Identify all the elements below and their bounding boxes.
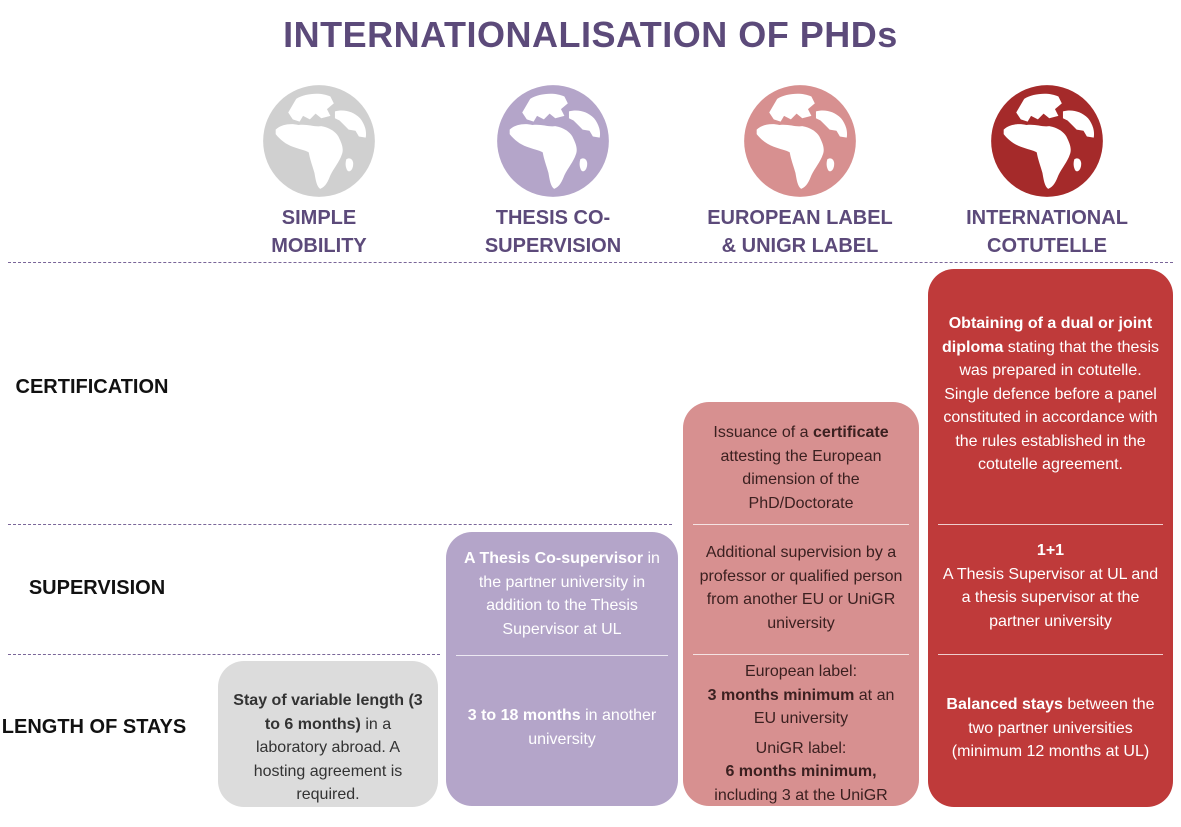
separator [693, 524, 909, 525]
divider-header [8, 262, 1173, 263]
cell-cosup-supervision: A Thesis Co-supervisor in the partner un… [464, 550, 660, 638]
globe-icon [743, 84, 857, 198]
separator [456, 655, 668, 656]
card-simple-mobility: Stay of variable length (3 to 6 months) … [218, 661, 438, 807]
cell-cot-certification: Obtaining of a dual or joint diploma sta… [942, 315, 1159, 473]
separator [693, 654, 909, 655]
column-european-label: EUROPEAN LABEL& UNIGR LABEL [690, 84, 910, 260]
cell-euro-supervision: Additional supervision by a professor or… [699, 544, 903, 632]
page-title: INTERNATIONALISATION OF PHDs [283, 14, 898, 55]
card-european-label: Issuance of a certificate attesting the … [683, 402, 919, 806]
separator [938, 524, 1163, 525]
row-label-certification: CERTIFICATION [15, 376, 169, 398]
cell-cot-supervision: 1+1 A Thesis Supervisor at UL and a thes… [942, 542, 1159, 630]
row-label-supervision: SUPERVISION [28, 577, 166, 599]
column-thesis-co-supervision: THESIS CO-SUPERVISION [443, 84, 663, 260]
cell-cosup-length: 3 to 18 months in another university [467, 707, 657, 748]
cell-euro-certification: Issuance of a certificate attesting the … [713, 424, 889, 512]
row-label-length-of-stays: LENGTH OF STAYS [1, 716, 187, 738]
cell-cot-length: Balanced stays between the two partner u… [946, 696, 1155, 760]
card-international-cotutelle: Obtaining of a dual or joint diploma sta… [928, 269, 1173, 807]
cell-euro-length: European label: 3 months minimum at an E… [707, 663, 895, 804]
separator [938, 654, 1163, 655]
divider-supervision [8, 654, 440, 655]
card-thesis-co-supervision: A Thesis Co-supervisor in the partner un… [446, 532, 678, 806]
globe-icon [990, 84, 1104, 198]
column-label: THESIS CO-SUPERVISION [484, 207, 622, 257]
cell-simple-length: Stay of variable length (3 to 6 months) … [233, 692, 423, 803]
column-label: EUROPEAN LABEL& UNIGR LABEL [707, 207, 893, 257]
divider-certification [8, 524, 672, 525]
globe-icon [262, 84, 376, 198]
globe-icon [496, 84, 610, 198]
